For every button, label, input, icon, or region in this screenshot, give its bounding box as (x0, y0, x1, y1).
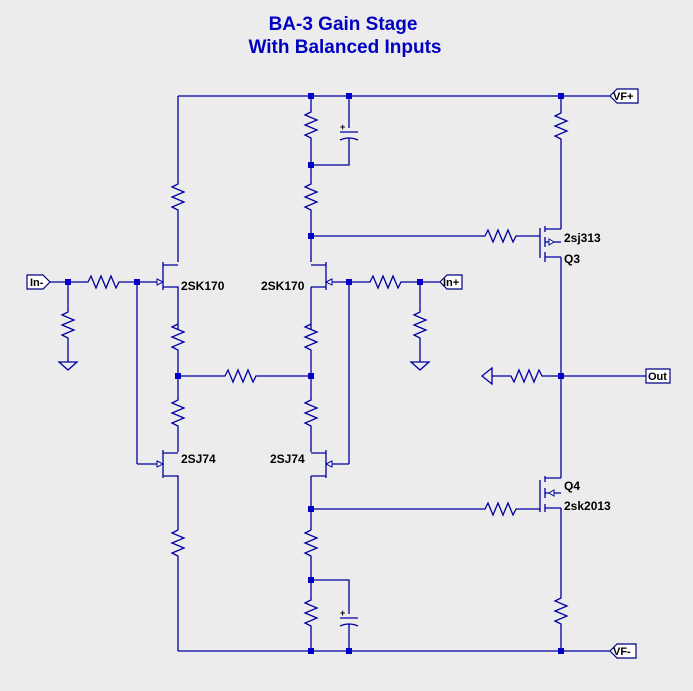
output-column (553, 96, 569, 651)
resistor-q3-gate (311, 228, 540, 244)
resistor-output-ground (480, 366, 561, 386)
q4-part-label: 2sk2013 (564, 499, 611, 513)
mosfet-q4 (539, 476, 561, 512)
jfet-n-left (137, 262, 179, 330)
jfet-p-left (137, 450, 179, 530)
port-in-plus (439, 274, 463, 290)
resistor-in-plus-ground (409, 282, 431, 371)
port-in-minus (26, 274, 51, 290)
jfet-p-right-label: 2SJ74 (270, 452, 305, 466)
resistor-source-link (178, 368, 311, 384)
resistor-left-top (170, 96, 186, 262)
resistor-mid-bottom (303, 529, 319, 651)
q3-part-label: 2sj313 (564, 231, 601, 245)
port-in-plus-label: In+ (443, 277, 459, 289)
port-vf-plus-label: VF+ (613, 91, 633, 103)
jfet-n-right (310, 262, 349, 330)
port-out-label: Out (648, 371, 667, 383)
svg-text:+: + (340, 608, 345, 618)
resistor-mid-mid (303, 323, 319, 452)
jfet-p-left-label: 2SJ74 (181, 452, 216, 466)
q3-ref-label: Q3 (564, 252, 580, 266)
svg-text:+: + (340, 122, 345, 132)
port-vf-plus (609, 88, 639, 104)
resistor-mid-top (303, 96, 319, 262)
resistor-q4-gate (311, 501, 540, 517)
title-line-2: With Balanced Inputs (248, 37, 441, 58)
mosfet-q3 (539, 226, 561, 262)
port-out (645, 368, 671, 384)
resistor-in-minus-ground (57, 282, 79, 371)
resistor-left-bottom (170, 529, 186, 651)
q4-ref-label: Q4 (564, 479, 580, 493)
port-in-minus-label: In- (30, 277, 44, 289)
resistor-in-plus (349, 274, 440, 290)
port-vf-minus-label: VF- (613, 646, 631, 658)
title-line-1: BA-3 Gain Stage (269, 14, 418, 35)
capacitor-bottom (311, 579, 359, 651)
jfet-n-right-label: 2SK170 (261, 279, 305, 293)
resistor-in-minus (50, 274, 137, 290)
port-vf-minus (609, 643, 637, 659)
jfet-n-left-label: 2SK170 (181, 279, 225, 293)
capacitor-top (311, 96, 359, 166)
jfet-p-right (310, 450, 349, 530)
junction-dots (65, 93, 564, 654)
resistor-left-mid (170, 323, 186, 452)
